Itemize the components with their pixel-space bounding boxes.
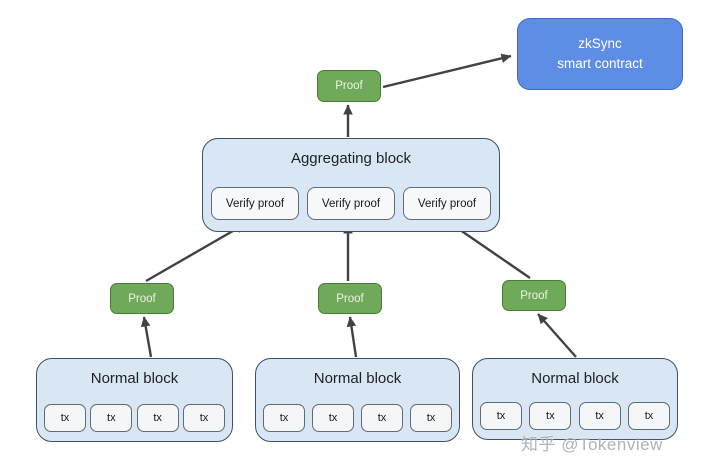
- arrow-nb3-to-proof3: [537, 313, 577, 358]
- verify-proof-chip: Verify proof: [403, 187, 491, 220]
- aggregating-block-node: Aggregating block Verify proof Verify pr…: [202, 138, 500, 232]
- arrow-nb1-to-proof1: [140, 316, 153, 358]
- proof-label: Proof: [336, 292, 364, 305]
- tx-label: tx: [644, 410, 654, 422]
- verify-proof-chip: Verify proof: [211, 187, 299, 220]
- top-proof-label: Proof: [335, 80, 363, 92]
- verify-proof-chip: Verify proof: [307, 187, 395, 220]
- tx-chip: tx: [410, 404, 452, 432]
- verify-proof-label: Verify proof: [225, 197, 285, 210]
- tx-chip: tx: [627, 402, 670, 430]
- verify-proof-label: Verify proof: [321, 197, 381, 210]
- tx-label: tx: [199, 412, 209, 424]
- top-proof-node: Proof: [317, 70, 381, 102]
- normal-block-title: Normal block: [90, 370, 179, 387]
- normal-block-node-1: Normal block tx tx tx tx: [36, 358, 233, 442]
- arrow-proof3-to-verify3: [449, 222, 531, 279]
- tx-row: tx tx tx tx: [480, 402, 670, 430]
- tx-label: tx: [153, 412, 162, 424]
- arrow-proof1-to-verify1: [145, 222, 246, 283]
- tx-label: tx: [328, 412, 338, 424]
- arrow-proof-to-contract: [382, 53, 512, 89]
- contract-label-line2: smart contract: [557, 56, 643, 71]
- tx-chip: tx: [361, 404, 403, 432]
- tx-chip: tx: [480, 402, 522, 430]
- verify-proof-row: Verify proof Verify proof Verify proof: [211, 187, 491, 220]
- proof-node-2: Proof: [318, 283, 382, 314]
- tx-chip: tx: [136, 404, 179, 432]
- contract-label-line1: zkSync: [578, 36, 622, 52]
- normal-block-title: Normal block: [313, 370, 402, 387]
- aggregating-block-title: Aggregating block: [290, 150, 412, 167]
- tx-chip: tx: [263, 404, 305, 432]
- zhihu-watermark: 知乎 @Tokenview: [521, 435, 663, 454]
- tx-label: tx: [546, 410, 555, 422]
- tx-chip: tx: [182, 404, 225, 432]
- normal-block-node-2: Normal block tx tx tx tx: [255, 358, 460, 442]
- tx-row: tx tx tx tx: [263, 404, 452, 432]
- tx-label: tx: [496, 410, 506, 422]
- proof-label: Proof: [128, 292, 156, 305]
- tx-label: tx: [595, 410, 604, 422]
- tx-chip: tx: [44, 404, 86, 432]
- tx-label: tx: [107, 412, 116, 424]
- tx-chip: tx: [90, 404, 133, 432]
- tx-label: tx: [426, 412, 436, 424]
- tx-label: tx: [60, 412, 70, 424]
- arrow-nb2-to-proof2: [346, 316, 358, 358]
- tx-chip: tx: [529, 402, 572, 430]
- tx-chip: tx: [312, 404, 354, 432]
- proof-node-1: Proof: [110, 283, 174, 314]
- normal-block-title: Normal block: [531, 370, 619, 387]
- proof-node-3: Proof: [502, 280, 566, 311]
- normal-block-node-3: Normal block tx tx tx tx: [472, 358, 678, 440]
- verify-proof-label: Verify proof: [417, 197, 477, 210]
- zksync-smart-contract-node: zkSync smart contract: [517, 18, 683, 90]
- tx-label: tx: [279, 412, 289, 424]
- tx-chip: tx: [578, 402, 621, 430]
- tx-row: tx tx tx tx: [44, 404, 225, 432]
- proof-label: Proof: [520, 289, 548, 302]
- tx-label: tx: [377, 412, 387, 424]
